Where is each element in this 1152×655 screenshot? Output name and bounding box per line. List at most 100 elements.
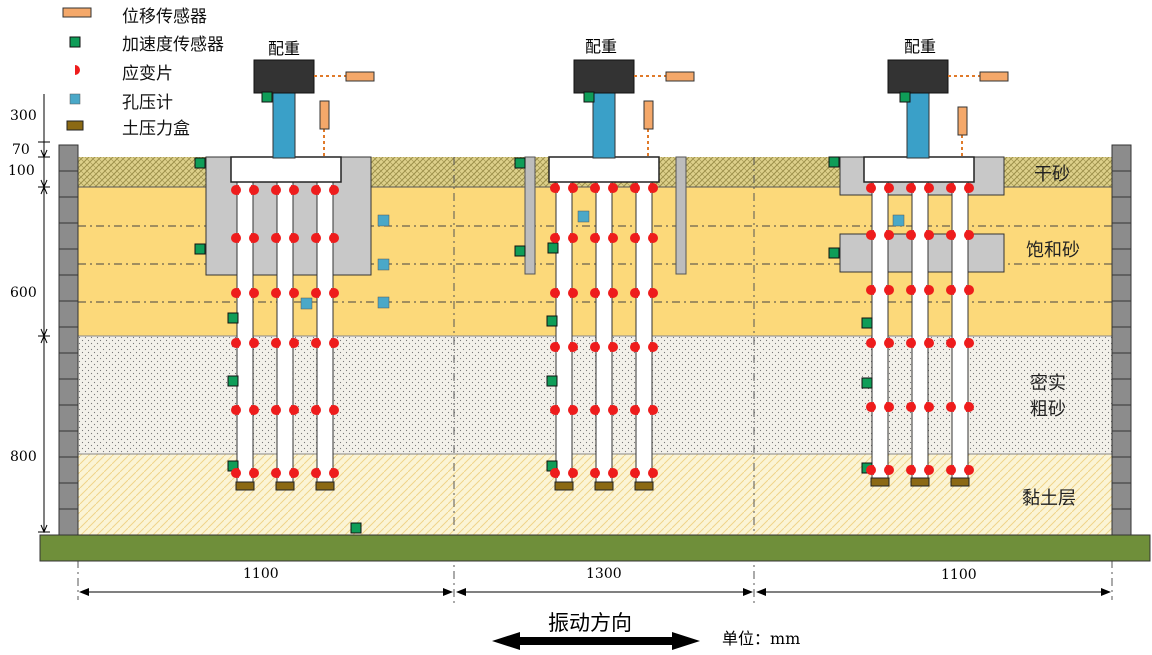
pile: [236, 179, 254, 483]
model-1: [194, 59, 390, 534]
wall-brick: [58, 144, 79, 172]
strain-gauge-marker: [630, 288, 640, 298]
model-2: [514, 59, 695, 491]
strain-gauge-marker: [906, 183, 916, 193]
pile: [276, 179, 294, 483]
accelerometer-marker: [861, 317, 873, 329]
wall-brick: [1111, 352, 1132, 380]
strain-gauge-marker: [964, 183, 974, 193]
strain-gauge-marker: [884, 230, 894, 240]
strain-gauge-marker: [329, 468, 339, 478]
accelerometer-marker: [861, 377, 873, 389]
depth-dimension: [38, 94, 50, 534]
accelerometer-marker: [546, 315, 558, 327]
sheet-wall: [675, 156, 687, 275]
strain-gauge-marker: [329, 338, 339, 348]
strain-gauge-marker: [289, 338, 299, 348]
strain-gauge-marker: [906, 230, 916, 240]
strain-gauge-marker: [231, 233, 241, 243]
strain-gauge-marker: [271, 233, 281, 243]
strain-gauge-marker: [231, 288, 241, 298]
strain-gauge-marker: [311, 405, 321, 415]
spacing-dim-1300: 1300: [586, 566, 622, 582]
strain-gauge-marker: [550, 468, 560, 478]
depth-dim-100: 100: [8, 163, 35, 179]
spacing-dim-1100-right: 1100: [941, 567, 977, 583]
strain-gauge-marker: [289, 288, 299, 298]
strain-gauge-marker: [924, 183, 934, 193]
strain-gauge-marker: [568, 405, 578, 415]
pile-cap-slab: [230, 156, 342, 183]
strain-gauge-marker: [231, 468, 241, 478]
strain-gauge-marker: [568, 468, 578, 478]
strain-gauge-marker: [866, 285, 876, 295]
counterweight: [573, 59, 635, 94]
earth-pressure-cell: [870, 477, 890, 487]
strain-gauge-marker: [946, 465, 956, 475]
wall-brick: [1111, 170, 1132, 198]
layer-label-dense-coarse-sand: 密实 粗砂: [1030, 373, 1066, 420]
strain-gauge-marker: [311, 338, 321, 348]
strain-gauge-marker: [289, 185, 299, 195]
strain-gauge-marker: [866, 230, 876, 240]
strain-gauge-marker: [630, 468, 640, 478]
strain-gauge-marker: [550, 288, 560, 298]
strain-gauge-marker: [271, 288, 281, 298]
wall-brick: [58, 404, 79, 432]
accelerometer-marker: [828, 247, 840, 259]
earth-pressure-cell: [950, 477, 970, 487]
strain-gauge-marker: [550, 183, 560, 193]
wall-brick: [1111, 404, 1132, 432]
earth-pressure-cell: [634, 481, 654, 491]
strain-gauge-marker: [946, 230, 956, 240]
wall-brick: [1111, 326, 1132, 354]
earth-pressure-cell: [315, 481, 335, 491]
wall-brick: [1111, 222, 1132, 250]
pile: [635, 179, 653, 483]
strain-gauge-marker: [289, 468, 299, 478]
strain-gauge-marker: [568, 233, 578, 243]
legend-label-pore: 孔压计: [122, 93, 173, 113]
wall-brick: [58, 482, 79, 510]
strain-gauge-marker: [590, 288, 600, 298]
strain-gauge-marker: [630, 183, 640, 193]
wall-brick: [58, 248, 79, 276]
legend-label-earth-pressure: 土压力盒: [122, 119, 190, 139]
strain-gauge-marker: [590, 233, 600, 243]
wall-brick: [58, 326, 79, 354]
earth-pressure-cell: [275, 481, 295, 491]
wall-brick: [1111, 248, 1132, 276]
legend-label-strain: 应变片: [122, 64, 173, 84]
strain-gauge-marker: [866, 402, 876, 412]
strain-gauge-marker: [946, 285, 956, 295]
strain-gauge-marker: [249, 468, 259, 478]
layer-label-clay: 黏土层: [1022, 488, 1076, 509]
displacement-sensor: [643, 100, 654, 130]
strain-gauge-marker: [924, 230, 934, 240]
displacement-sensor: [979, 71, 1009, 82]
displacement-sensor: [319, 100, 330, 130]
pile-cap-slab: [863, 156, 975, 183]
strain-gauge-marker: [311, 288, 321, 298]
wall-brick: [1111, 274, 1132, 302]
earth-pressure-cell: [910, 477, 930, 487]
earth-pressure-cell: [235, 481, 255, 491]
strain-gauge-marker: [648, 468, 658, 478]
displacement-sensor-icon: [62, 7, 92, 18]
superstructure-column: [272, 91, 296, 159]
strain-gauge-marker: [964, 230, 974, 240]
accelerometer-marker: [194, 157, 206, 169]
strain-gauge-marker: [311, 233, 321, 243]
vibration-direction-label: 振动方向: [548, 611, 632, 635]
wall-brick: [1111, 456, 1132, 484]
pile: [871, 179, 889, 479]
strain-gauge-marker: [884, 402, 894, 412]
pile: [911, 179, 929, 479]
strain-gauge-marker: [608, 405, 618, 415]
wall-brick: [1111, 196, 1132, 224]
displacement-sensor: [957, 106, 968, 136]
counterweight: [253, 59, 315, 94]
strain-gauge-marker: [231, 405, 241, 415]
box-walls: [58, 144, 1132, 536]
strain-gauge-marker: [271, 468, 281, 478]
